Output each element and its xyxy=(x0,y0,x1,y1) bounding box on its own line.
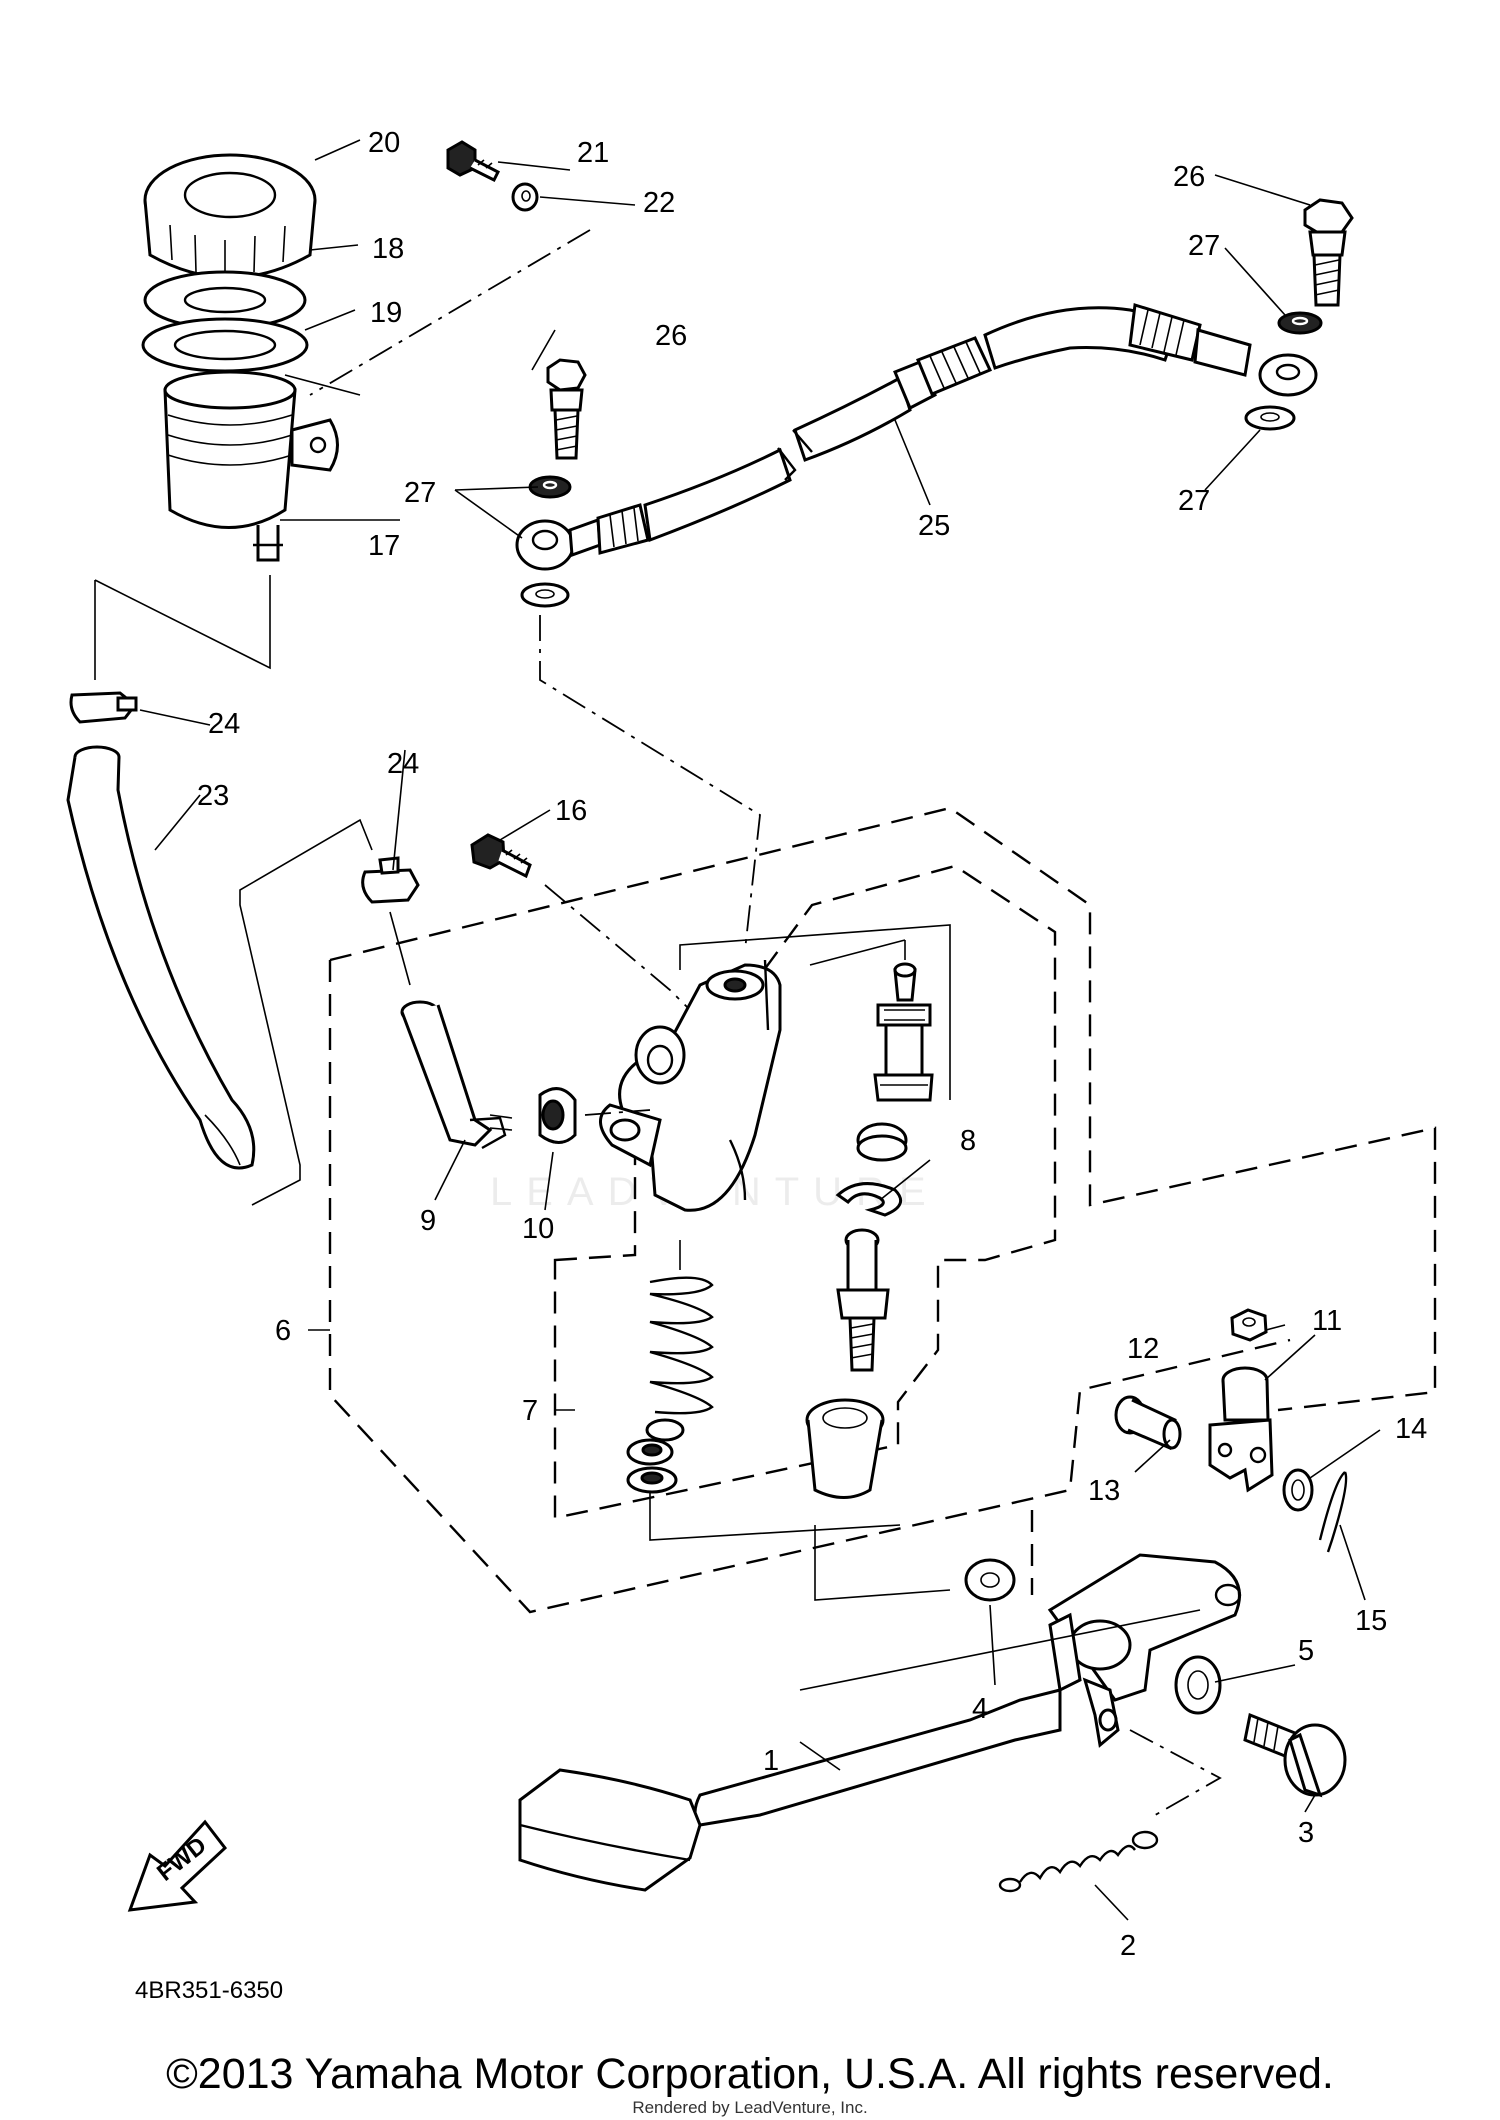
dust-boot xyxy=(805,1398,885,1499)
clevis-pin xyxy=(1114,1395,1182,1451)
banjo-bolt-right xyxy=(1303,198,1354,307)
reservoir-bolt xyxy=(446,140,501,183)
callout-27-left: 27 xyxy=(404,477,436,509)
master-cylinder-body xyxy=(599,959,782,1212)
brake-hose xyxy=(643,303,1252,543)
callout-20: 20 xyxy=(368,127,400,159)
callout-27-right-top: 27 xyxy=(1188,230,1220,262)
callout-15: 15 xyxy=(1355,1605,1387,1637)
callout-12: 12 xyxy=(1127,1333,1159,1365)
callout-26-left: 26 xyxy=(655,320,687,352)
piston xyxy=(873,962,934,1102)
callout-8: 8 xyxy=(960,1125,976,1157)
callout-27-right-bottom: 27 xyxy=(1178,485,1210,517)
kit-boundary-6 xyxy=(329,806,1437,1412)
forward-arrow: FWD xyxy=(127,1819,228,1912)
part-number: 4BR351-6350 xyxy=(135,1977,283,2004)
reservoir-washer xyxy=(511,182,539,212)
callout-19: 19 xyxy=(370,297,402,329)
callout-13: 13 xyxy=(1088,1475,1120,1507)
reservoir-cap xyxy=(143,153,317,279)
callout-3: 3 xyxy=(1298,1817,1314,1849)
callout-11: 11 xyxy=(1312,1305,1342,1337)
copyright-notice: ©2013 Yamaha Motor Corporation, U.S.A. A… xyxy=(166,2050,1334,2098)
callout-4: 4 xyxy=(972,1693,988,1725)
clevis xyxy=(1208,1366,1274,1493)
cotter-pin xyxy=(1318,1471,1348,1553)
pedal-spring xyxy=(998,1830,1159,1893)
hose-clamp-upper xyxy=(361,856,420,904)
callout-6: 6 xyxy=(275,1315,291,1347)
piston-seal xyxy=(856,1122,908,1162)
clevis-washer xyxy=(1282,1468,1314,1512)
grommet xyxy=(538,1087,577,1144)
hose-joint xyxy=(400,1000,513,1150)
brake-hose-washer-right-bottom xyxy=(1244,405,1296,431)
brake-pedal xyxy=(518,1553,1242,1892)
pedal-washer xyxy=(964,1558,1016,1602)
hose-clamp-left xyxy=(69,691,138,724)
callout-23: 23 xyxy=(197,780,229,812)
reservoir-hose xyxy=(66,745,256,1170)
banjo-bolt-left xyxy=(546,358,587,460)
piston-cup-primary xyxy=(626,1418,685,1466)
brake-hose-washer-right-top xyxy=(1277,311,1323,335)
reservoir-plate xyxy=(141,317,309,373)
callout-21: 21 xyxy=(577,137,609,169)
piston-cup-secondary xyxy=(626,1466,678,1494)
pivot-bolt xyxy=(1243,1712,1347,1798)
callout-17: 17 xyxy=(368,530,400,562)
callout-24-left: 24 xyxy=(208,708,240,740)
callout-5: 5 xyxy=(1298,1635,1314,1667)
push-rod xyxy=(836,1228,890,1372)
callout-24-upper: 24 xyxy=(387,748,419,780)
callout-1: 1 xyxy=(763,1745,779,1777)
callout-25: 25 xyxy=(918,510,950,542)
callout-9: 9 xyxy=(420,1205,436,1237)
circlip xyxy=(835,1182,903,1217)
brake-hose-banjo-left xyxy=(515,503,650,571)
clevis-nut xyxy=(1230,1308,1268,1342)
callout-10: 10 xyxy=(522,1213,554,1245)
callout-7: 7 xyxy=(522,1395,538,1427)
pivot-washer xyxy=(1174,1655,1222,1715)
brake-hose-washer-left-bottom xyxy=(520,582,570,608)
callout-2: 2 xyxy=(1120,1930,1136,1962)
callout-14: 14 xyxy=(1395,1413,1427,1445)
return-spring xyxy=(649,1240,714,1415)
reservoir-tank xyxy=(163,370,339,562)
rendered-by-notice: Rendered by LeadVenture, Inc. xyxy=(632,2098,868,2117)
callout-26-right: 26 xyxy=(1173,161,1205,193)
callout-18: 18 xyxy=(372,233,404,265)
callout-16: 16 xyxy=(555,795,587,827)
brake-hose-banjo-right xyxy=(1258,353,1318,397)
mounting-bolt xyxy=(470,833,532,879)
callout-22: 22 xyxy=(643,187,675,219)
